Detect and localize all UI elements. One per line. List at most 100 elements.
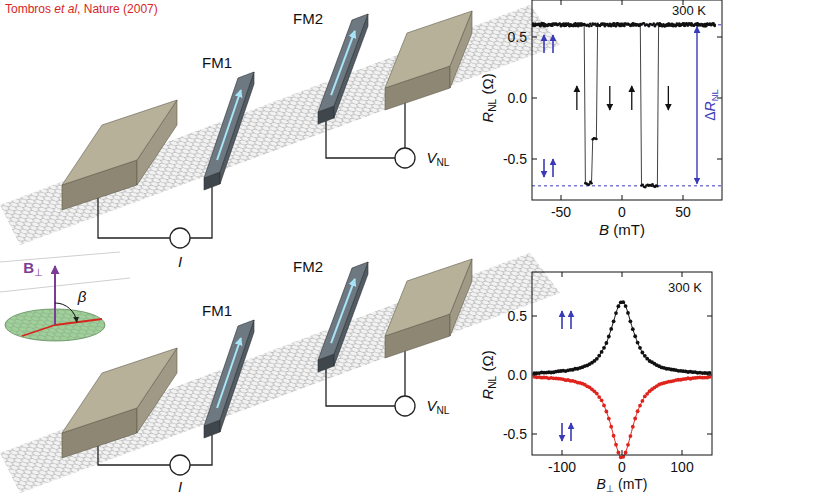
delta-label: ΔRNL xyxy=(703,89,717,121)
data-point xyxy=(626,311,630,315)
data-point xyxy=(602,403,606,407)
current-source xyxy=(170,228,190,248)
data-point xyxy=(629,319,633,323)
data-point xyxy=(614,311,618,315)
spin-arrow xyxy=(552,35,554,53)
data-point xyxy=(605,410,609,414)
text-run: FM2 xyxy=(293,10,323,27)
voltmeter xyxy=(395,396,415,416)
citation: Tombros et al, Nature (2007) xyxy=(5,3,158,15)
graphene-strip xyxy=(0,5,560,245)
in-plane-axis xyxy=(22,319,102,336)
tick xyxy=(682,272,683,277)
text-run: 0.0 xyxy=(508,367,527,383)
text-run: 0.5 xyxy=(508,29,527,45)
angle-label: β xyxy=(78,289,87,304)
text-run: FM2 xyxy=(293,258,323,275)
data-point xyxy=(674,25,677,28)
text-run: ⊥ xyxy=(34,267,43,278)
data-point xyxy=(708,375,712,379)
data-trace xyxy=(532,23,715,184)
data-point xyxy=(614,443,618,447)
graphene-lattice xyxy=(0,253,560,493)
text-run: FM1 xyxy=(202,302,232,319)
data-point xyxy=(617,304,621,308)
voltmeter xyxy=(395,148,415,168)
tick xyxy=(707,375,712,376)
text-run: B xyxy=(599,221,609,238)
data-point xyxy=(563,25,566,28)
tick xyxy=(532,37,537,38)
text-run: (mT) xyxy=(609,221,645,238)
text-run: β xyxy=(78,288,87,305)
ferromagnet-bar-top xyxy=(204,72,254,178)
text-run: 50 xyxy=(675,204,691,220)
data-point xyxy=(588,25,591,28)
level-line xyxy=(532,185,722,186)
magnetization-arrow xyxy=(217,338,241,408)
data-point xyxy=(641,351,645,355)
spin-arrow xyxy=(570,423,572,441)
magnetization-arrow xyxy=(331,279,355,343)
contact-label: FM2 xyxy=(293,259,323,274)
data-point xyxy=(602,346,606,350)
text-run: (mT) xyxy=(614,476,647,492)
text-run: V xyxy=(426,149,436,166)
data-point xyxy=(617,451,621,455)
data-point xyxy=(543,22,546,25)
data-point xyxy=(626,443,630,447)
data-point xyxy=(621,300,625,304)
tick xyxy=(622,450,623,455)
data-point xyxy=(624,451,628,455)
data-point xyxy=(612,319,616,323)
current-wire xyxy=(98,187,212,238)
tick-label: 100 xyxy=(670,460,693,474)
tick xyxy=(622,195,623,200)
sweep-arrow xyxy=(576,86,577,110)
text-run: -0.5 xyxy=(503,426,527,442)
data-point xyxy=(609,327,613,331)
text-run: 300 K xyxy=(668,280,702,295)
data-point xyxy=(708,371,712,375)
axis-title: B⊥ (mT) xyxy=(596,477,647,491)
contact-label: FM2 xyxy=(293,11,323,26)
data-point xyxy=(639,24,642,27)
text-run: (Ω) xyxy=(479,73,496,98)
text-run: NL xyxy=(436,405,449,416)
tick xyxy=(561,0,562,5)
spin-arrow xyxy=(570,311,572,329)
text-run: I xyxy=(178,478,182,495)
text-run: 0.0 xyxy=(508,90,527,106)
contact-label: FM1 xyxy=(202,55,232,70)
text-run: -100 xyxy=(548,459,576,475)
current-label: I xyxy=(178,254,182,269)
temperature-label: 300 K xyxy=(672,4,706,17)
sweep-arrow xyxy=(631,86,632,110)
text-run: NL xyxy=(709,89,720,101)
data-point xyxy=(609,425,613,429)
text-run: R xyxy=(479,112,496,123)
hanle-plot xyxy=(532,272,712,459)
data-point xyxy=(605,341,609,345)
tick-label: -0.5 xyxy=(503,152,527,166)
graphene-strip xyxy=(0,253,560,493)
tick xyxy=(717,37,722,38)
text-run: et al xyxy=(54,2,77,16)
data-point xyxy=(636,341,640,345)
text-run: B xyxy=(596,476,605,492)
sweep-arrow xyxy=(668,86,669,110)
sweep-arrow xyxy=(609,86,610,110)
field-arrow xyxy=(54,266,56,325)
data-point xyxy=(607,335,611,339)
data-point xyxy=(624,304,628,308)
data-point xyxy=(643,354,647,358)
data-point xyxy=(713,23,716,26)
delta-arrow xyxy=(696,27,697,184)
tick xyxy=(707,434,712,435)
text-run: Δ xyxy=(702,111,718,120)
spin-arrow xyxy=(543,35,545,53)
tick-label: 0.5 xyxy=(508,309,527,323)
data-point xyxy=(631,425,635,429)
